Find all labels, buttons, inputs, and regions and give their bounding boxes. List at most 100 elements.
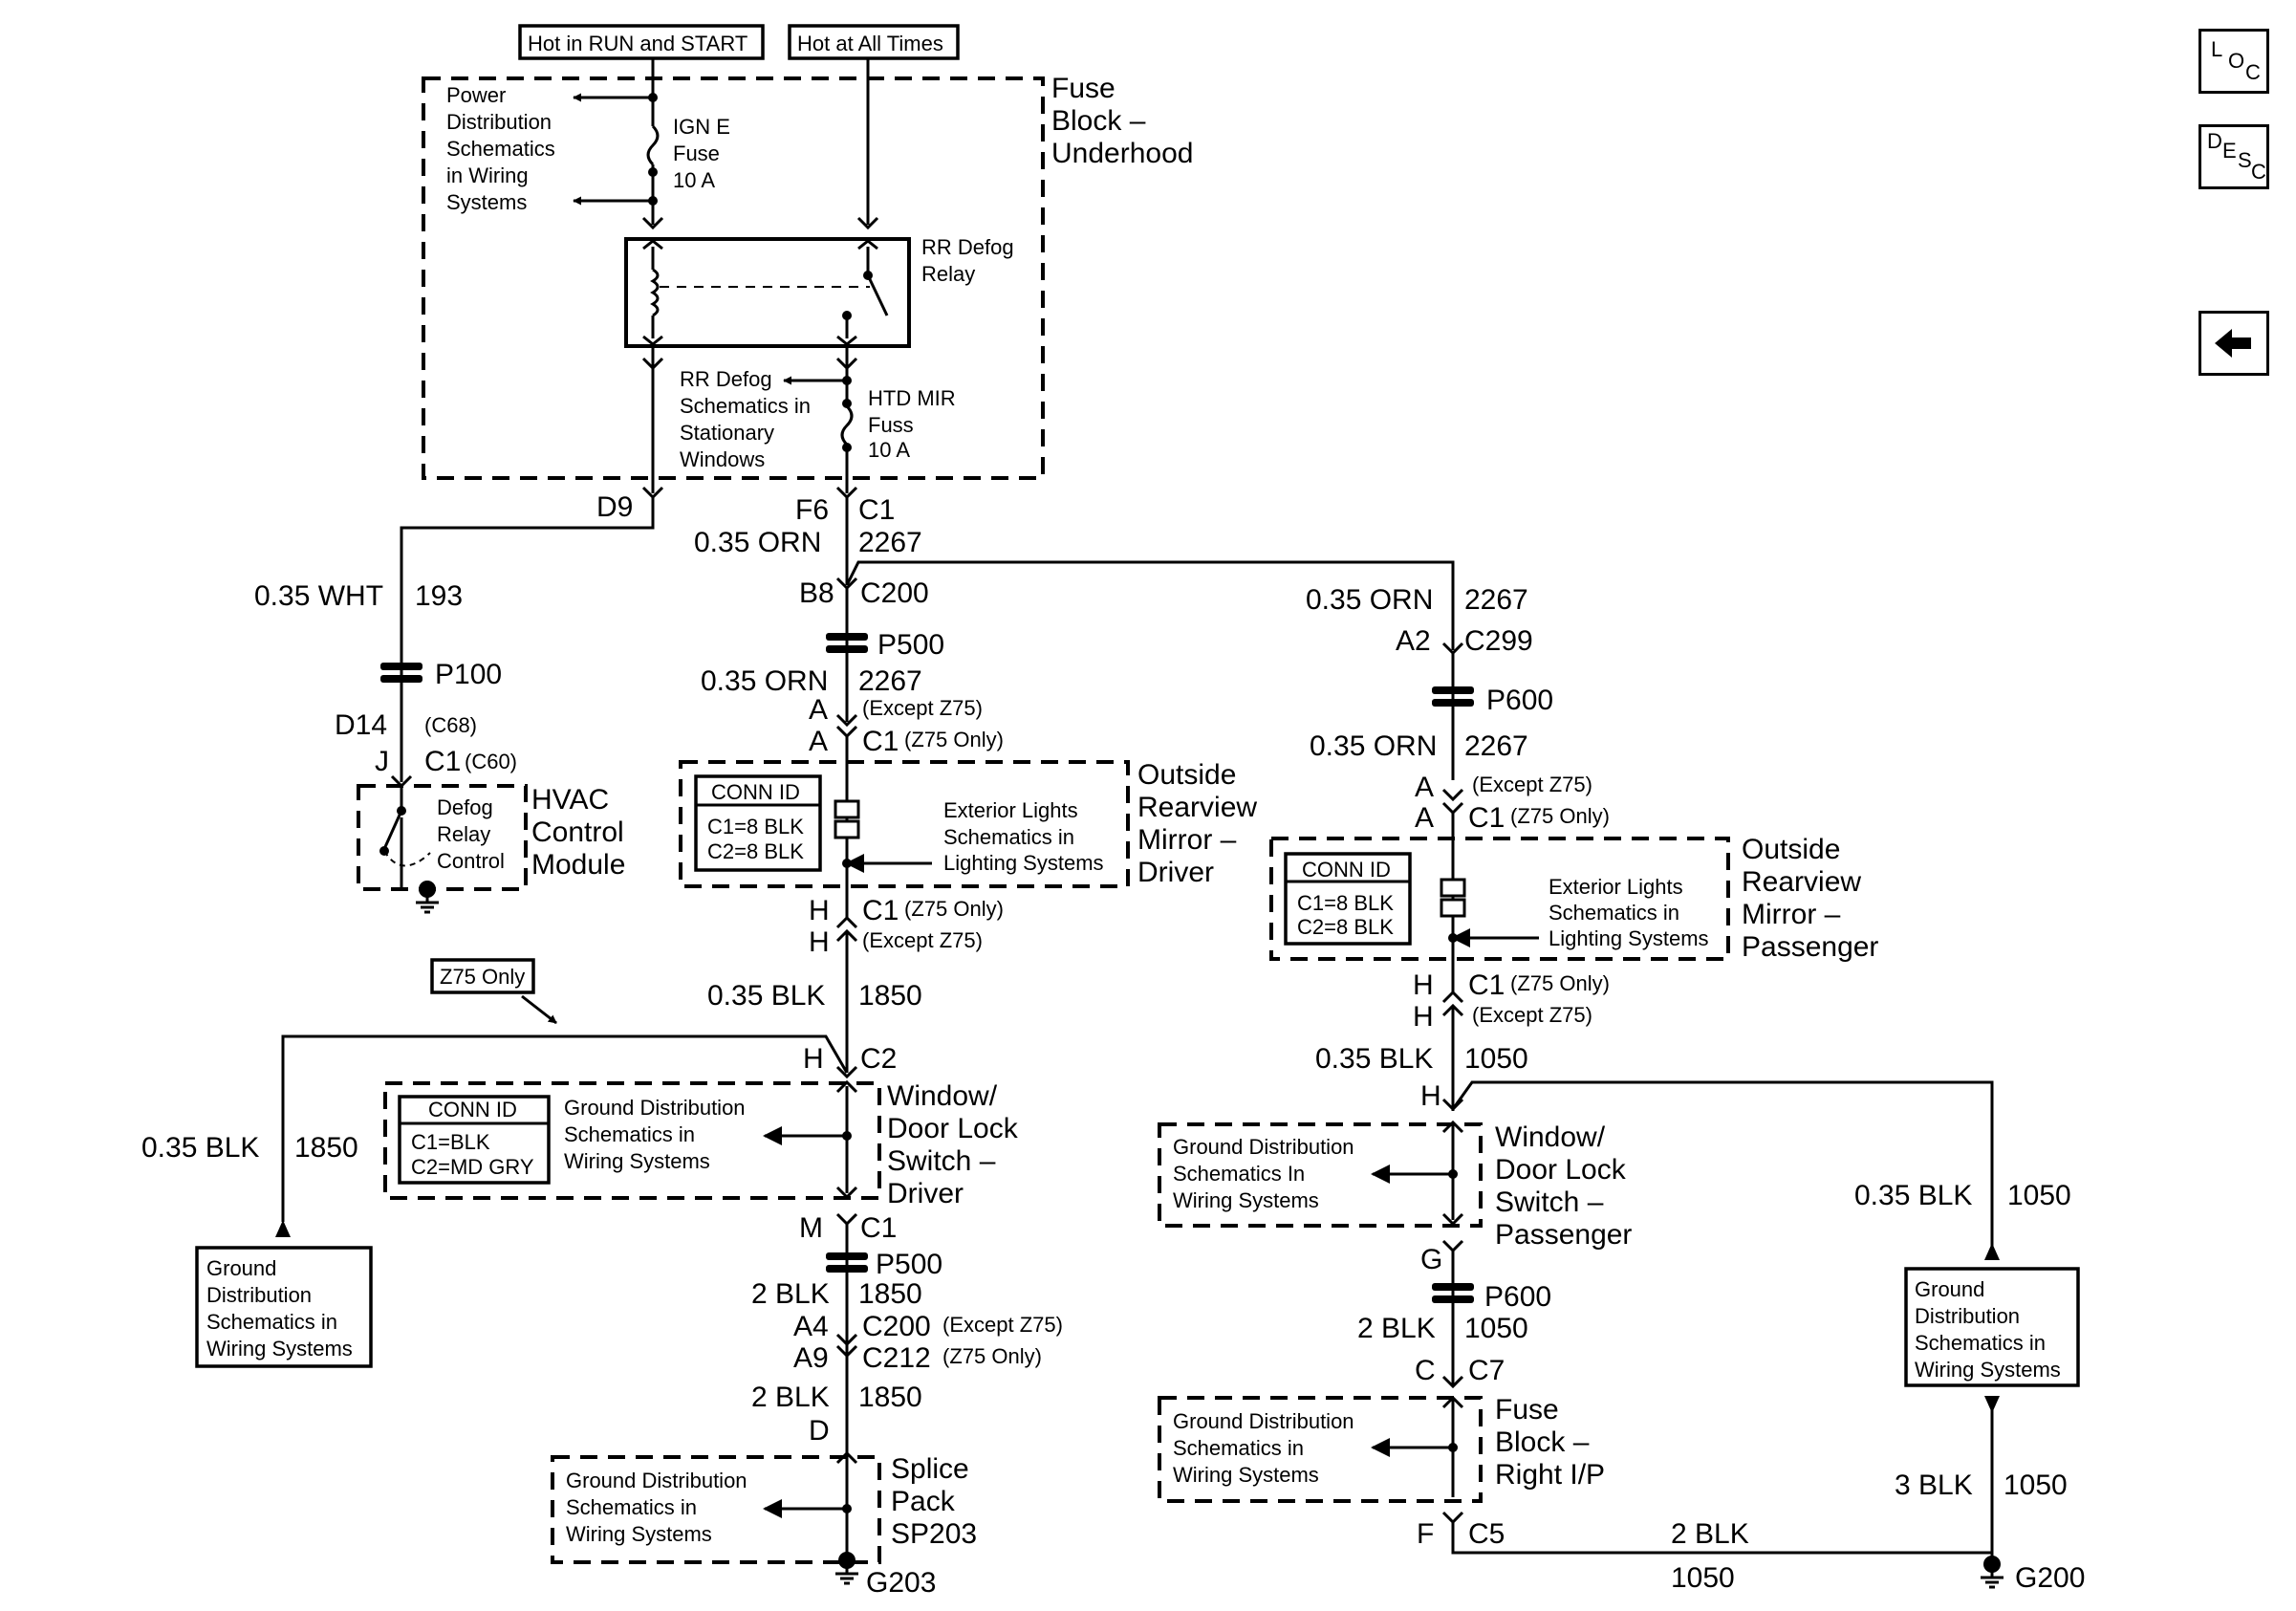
pin-f6: F6 [795, 494, 829, 526]
svg-text:CONN ID: CONN ID [428, 1098, 517, 1121]
svg-text:IGN E: IGN E [673, 115, 730, 139]
htd-mir-fuse-label: HTD MIR Fuss 10 A [868, 386, 956, 462]
note-z75-only: (Z75 Only) [904, 728, 1004, 751]
pin-c1-pass-out: C1 [1468, 969, 1505, 1001]
svg-text:Ground Distribution: Ground Distribution [1173, 1409, 1354, 1433]
connector-p600-bottom: P600 [1432, 1281, 1551, 1313]
svg-text:C1=8 BLK: C1=8 BLK [707, 815, 804, 838]
svg-text:Block –: Block – [1495, 1426, 1590, 1458]
svg-text:Passenger: Passenger [1495, 1219, 1632, 1251]
svg-text:Passenger: Passenger [1742, 931, 1878, 963]
pin-c1: C1 [858, 494, 895, 526]
wire-0.35-orn-a: 0.35 ORN [694, 527, 821, 558]
note-z75-only-e: (Z75 Only) [1510, 971, 1610, 995]
conn-id-table-driver-mirror: CONN ID C1=8 BLK C2=8 BLK [694, 774, 822, 872]
pin-c1-driver-out: C1 [862, 895, 899, 926]
svg-text:Rearview: Rearview [1742, 866, 1861, 898]
svg-text:Lighting Systems: Lighting Systems [943, 851, 1104, 875]
svg-text:Schematics in: Schematics in [680, 394, 811, 418]
svg-text:Right I/P: Right I/P [1495, 1459, 1605, 1491]
back-arrow-glyph [2215, 329, 2251, 358]
svg-text:Schematics In: Schematics In [1173, 1162, 1305, 1186]
svg-text:Wiring Systems: Wiring Systems [564, 1149, 710, 1173]
wire-3-blk: 3 BLK [1895, 1469, 1973, 1501]
wire-0.35-blk-right: 0.35 BLK [1854, 1180, 1972, 1211]
note-c68: (C68) [424, 713, 477, 737]
note-except-z75-c: (Except Z75) [942, 1313, 1063, 1337]
svg-text:Schematics in: Schematics in [1915, 1331, 2046, 1355]
pin-c1-pass: C1 [1468, 802, 1505, 834]
svg-text:Switch –: Switch – [887, 1145, 996, 1177]
note-z75-only-d: (Z75 Only) [1510, 804, 1610, 828]
svg-text:Lighting Systems: Lighting Systems [1549, 926, 1709, 950]
svg-text:Hot in RUN and START: Hot in RUN and START [528, 32, 747, 55]
power-distribution-ref: Power Distribution Schematics in Wiring … [446, 83, 555, 214]
loc-icon[interactable]: L O C [2199, 29, 2269, 94]
pin-a-pass-1: A [1415, 772, 1434, 803]
svg-text:Wiring Systems: Wiring Systems [566, 1522, 712, 1546]
fuse-block-underhood: Fuse Block – Underhood Power Distributio… [422, 58, 1193, 493]
svg-text:Relay: Relay [921, 262, 975, 286]
wire-circuit-1050-right: 1050 [2007, 1180, 2071, 1211]
svg-text:Z75 Only: Z75 Only [440, 965, 525, 989]
pin-c1-hvac: C1 [424, 746, 461, 777]
back-arrow-icon[interactable] [2199, 311, 2269, 376]
wire-circuit-2267-c: 2267 [1464, 584, 1528, 616]
svg-text:Mirror –: Mirror – [1742, 899, 1841, 930]
svg-text:10 A: 10 A [868, 438, 910, 462]
svg-text:Wiring Systems: Wiring Systems [1173, 1463, 1319, 1487]
svg-text:P100: P100 [435, 659, 502, 690]
svg-text:C1=8 BLK: C1=8 BLK [1297, 891, 1394, 915]
z75-only-note: Z75 Only [430, 958, 557, 1025]
connector-p500-top: P500 [826, 629, 944, 661]
pin-c7: C7 [1468, 1355, 1505, 1386]
svg-text:Defog: Defog [437, 795, 493, 819]
note-c60: (C60) [465, 750, 517, 773]
svg-text:RR Defog: RR Defog [680, 367, 772, 391]
pin-c200: C200 [860, 577, 929, 609]
desc-icon[interactable]: D E S C [2199, 124, 2269, 189]
svg-text:Schematics in: Schematics in [564, 1122, 695, 1146]
pin-a4: A4 [793, 1311, 829, 1342]
wire-circuit-2267-a: 2267 [858, 527, 922, 558]
svg-text:Hot at All Times: Hot at All Times [797, 32, 943, 55]
svg-text:Door Lock: Door Lock [887, 1113, 1019, 1144]
svg-text:10 A: 10 A [673, 168, 715, 192]
conn-id-table-driver-switch: CONN ID C1=BLK C2=MD GRY [398, 1095, 551, 1185]
svg-text:Window/: Window/ [887, 1080, 998, 1112]
svg-text:G203: G203 [866, 1567, 936, 1599]
note-except-z75-b: (Except Z75) [862, 928, 983, 952]
hot-run-start-label: Hot in RUN and START [518, 24, 765, 60]
wire-2-blk-a: 2 BLK [751, 1278, 830, 1310]
wire-circuit-1850-a: 1850 [858, 980, 922, 1012]
svg-text:Schematics in: Schematics in [1549, 901, 1679, 925]
pin-h-pass-3: H [1420, 1080, 1441, 1112]
svg-text:Schematics in: Schematics in [1173, 1436, 1304, 1460]
svg-text:Switch –: Switch – [1495, 1186, 1604, 1218]
svg-text:Underhood: Underhood [1051, 138, 1193, 169]
pin-c5: C5 [1468, 1518, 1505, 1550]
pin-d9: D9 [596, 491, 633, 523]
wire-0.35-blk-left: 0.35 BLK [141, 1132, 259, 1164]
window-door-lock-switch-driver: Window/ Door Lock Switch – Driver CONN I… [383, 1079, 1019, 1209]
svg-text:C2=8 BLK: C2=8 BLK [707, 839, 804, 863]
svg-text:Wiring Systems: Wiring Systems [206, 1337, 353, 1361]
svg-text:G200: G200 [2015, 1562, 2085, 1594]
ign-e-fuse-label: IGN E Fuse 10 A [673, 115, 730, 192]
note-except-z75-e: (Except Z75) [1472, 1003, 1592, 1027]
svg-text:Fuse: Fuse [1051, 73, 1116, 104]
outside-rearview-mirror-driver: Outside Rearview Mirror – Driver CONN ID… [679, 759, 1257, 888]
svg-text:C2=MD GRY: C2=MD GRY [411, 1155, 534, 1179]
svg-text:Distribution: Distribution [446, 110, 552, 134]
svg-text:RR Defog: RR Defog [921, 235, 1014, 259]
svg-text:Exterior Lights: Exterior Lights [943, 798, 1078, 822]
svg-text:Relay: Relay [437, 822, 490, 846]
svg-text:C2=8 BLK: C2=8 BLK [1297, 915, 1394, 939]
ground-g200: G200 [1981, 1556, 2085, 1594]
wire-circuit-1050-b: 1050 [1464, 1313, 1528, 1344]
svg-text:Stationary: Stationary [680, 421, 774, 445]
note-z75-only-c: (Z75 Only) [942, 1344, 1042, 1368]
wire-2-blk-c: 2 BLK [1357, 1313, 1436, 1344]
svg-text:Pack: Pack [891, 1486, 956, 1517]
